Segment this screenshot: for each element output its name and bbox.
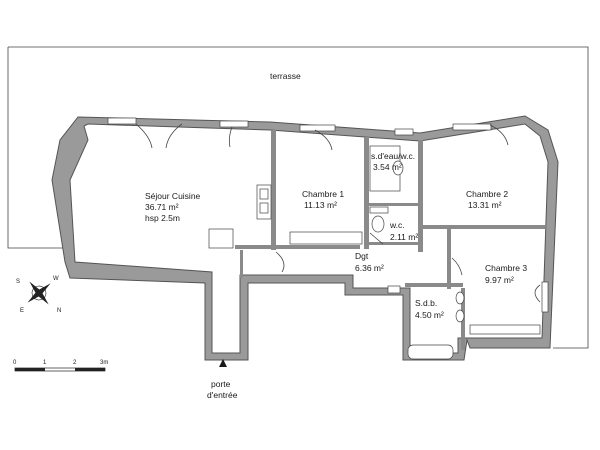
- fixtures: [208, 145, 541, 360]
- room-area: 9.97 m²: [485, 275, 514, 285]
- room-chambre-1: Chambre 1 11.13 m²: [302, 189, 344, 210]
- room-area: 6.36 m²: [355, 263, 384, 273]
- apartment-outer-wall: [51, 115, 559, 361]
- room-chambre-3: Chambre 3 9.97 m²: [485, 263, 527, 285]
- room-area: 3.54 m²: [373, 162, 402, 172]
- room-name: Chambre 3: [485, 263, 527, 273]
- room-name: Chambre 2: [466, 189, 508, 199]
- room-name: Séjour Cuisine: [145, 191, 201, 201]
- room-extra: hsp 2.5m: [145, 213, 180, 223]
- scale-tick: 0: [13, 360, 17, 366]
- scale-tick: 2: [73, 360, 77, 366]
- room-area: 4.50 m²: [415, 310, 444, 320]
- room-area: 2.11 m²: [390, 232, 418, 242]
- room-wc: w.c. 2.11 m²: [389, 220, 418, 242]
- room-salle-d-eau-wc: s.d'eau/w.c. 3.54 m²: [371, 151, 415, 172]
- room-name: w.c.: [389, 220, 405, 230]
- compass-star-icon: [27, 281, 51, 305]
- compass-rose: N S E W: [16, 276, 61, 314]
- compass-e: E: [20, 308, 24, 314]
- terrace-label: terrasse: [270, 71, 301, 81]
- room-name: S.d.b.: [415, 298, 437, 308]
- compass-w: W: [53, 276, 59, 282]
- room-name: Dgt: [355, 251, 369, 261]
- room-sejour-cuisine: Séjour Cuisine 36.71 m² hsp 2.5m: [145, 191, 201, 223]
- scale-tick: 3m: [100, 360, 108, 366]
- room-degagement: Dgt 6.36 m²: [355, 251, 384, 273]
- room-area: 13.31 m²: [468, 200, 502, 210]
- terrace-outline: [7, 46, 589, 349]
- room-salle-de-bain: S.d.b. 4.50 m²: [415, 298, 444, 320]
- scale-tick: 1: [43, 360, 47, 366]
- room-name: Chambre 1: [302, 189, 344, 199]
- room-area: 11.13 m²: [304, 200, 337, 210]
- room-area: 36.71 m²: [145, 202, 179, 212]
- room-chambre-2: Chambre 2 13.31 m²: [466, 189, 508, 210]
- door-swings: [135, 123, 541, 303]
- room-name: s.d'eau/w.c.: [371, 151, 415, 161]
- entrance: porte d'entrée: [207, 359, 238, 400]
- compass-n: N: [57, 308, 61, 314]
- entrance-line-2: d'entrée: [207, 390, 238, 400]
- entrance-arrow-icon: [219, 359, 227, 367]
- entrance-line-1: porte: [211, 379, 231, 389]
- scale-bar: 0 1 2 3m: [13, 360, 108, 372]
- compass-s: S: [16, 279, 20, 285]
